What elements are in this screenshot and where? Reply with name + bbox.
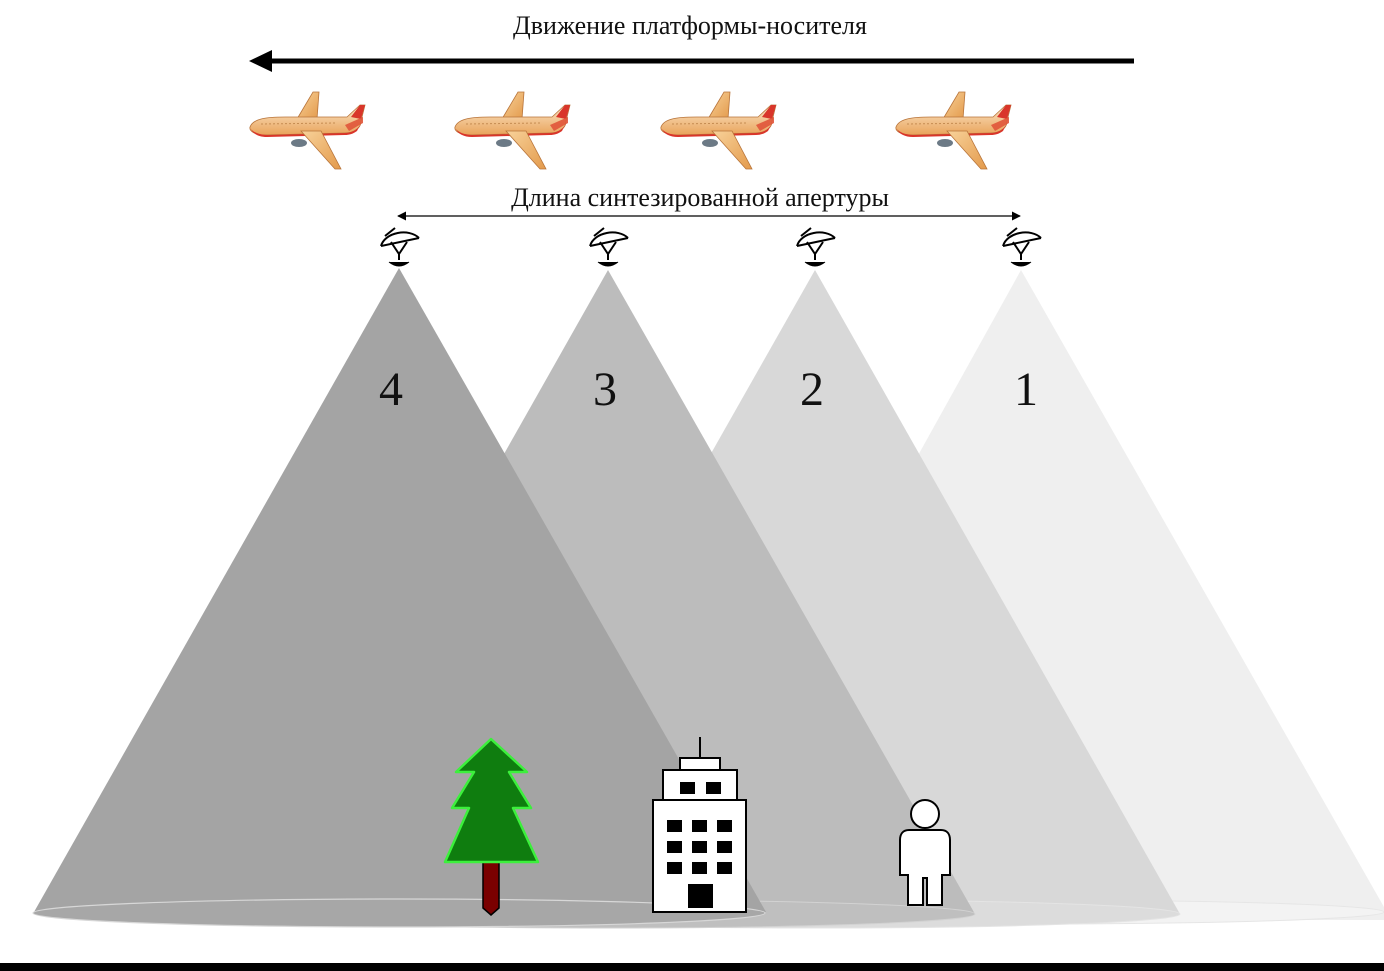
beam-number: 2 (800, 363, 824, 416)
beam-number: 1 (1014, 363, 1038, 416)
airplane-icon (895, 91, 1012, 170)
tree-icon (443, 737, 540, 916)
aperture-label: Длина синтезированной апертуры (511, 183, 889, 212)
antenna-icon (589, 227, 629, 267)
antenna-icon (1002, 227, 1042, 267)
beam-number: 4 (379, 363, 403, 416)
antenna-icon (380, 227, 420, 267)
airplane-icon (249, 91, 366, 170)
motion-title: Движение платформы-носителя (513, 11, 867, 40)
person-icon (899, 799, 951, 906)
ground-line (0, 963, 1384, 971)
motion-arrow (249, 50, 1134, 72)
antenna-icon (796, 227, 836, 267)
beam-number: 3 (593, 363, 617, 416)
beam-4 (32, 268, 766, 928)
airplane-icon (454, 91, 571, 170)
building-icon (652, 737, 747, 913)
airplane-icon (660, 91, 777, 170)
